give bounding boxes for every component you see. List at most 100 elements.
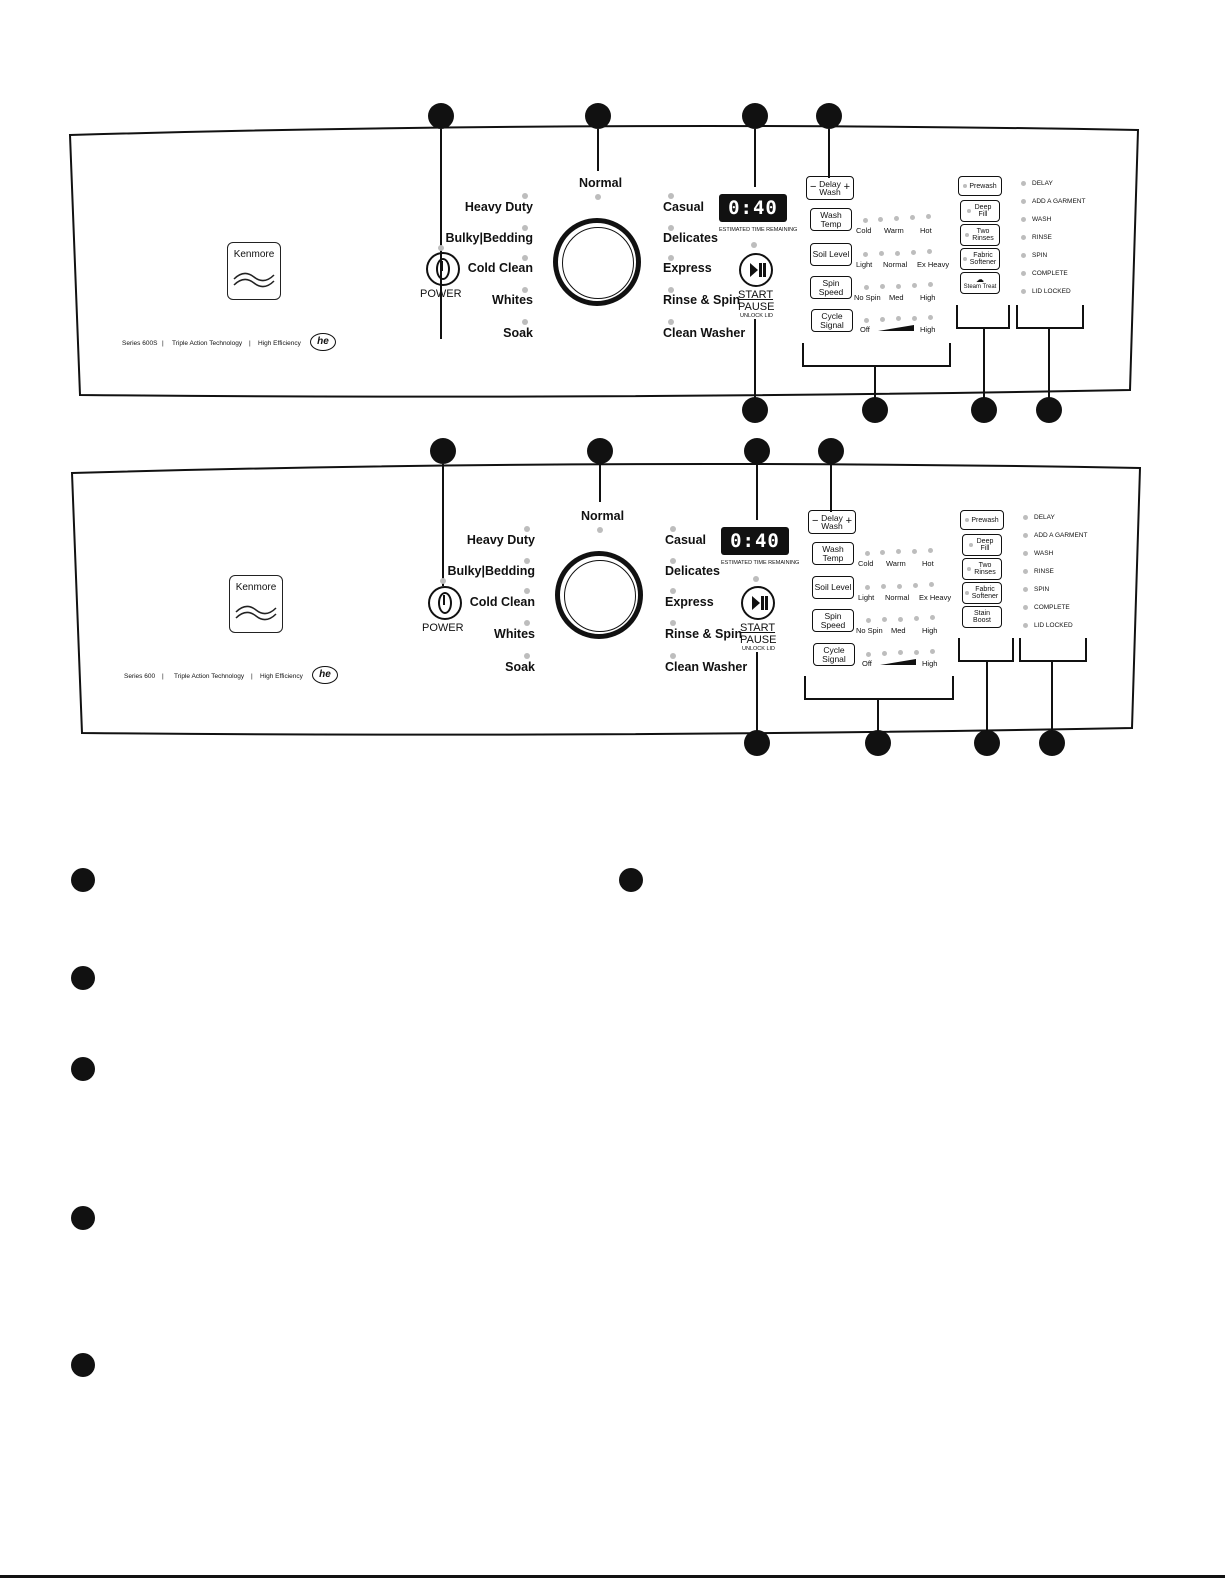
cycle-bulky-bedding[interactable]: Bulky|Bedding [445, 231, 533, 245]
wash-temp-cold: Cold [858, 559, 874, 568]
power-label: POWER [420, 288, 462, 300]
soil-level-button[interactable]: Soil Level [810, 243, 852, 266]
steam-treat-button[interactable]: ☁ Steam Treat [960, 272, 1000, 294]
callout-line [830, 464, 832, 512]
fabric-softener-button[interactable]: Fabric Softener [962, 582, 1002, 604]
start-indicator [753, 576, 759, 582]
callout-marker [974, 730, 1000, 756]
callout-marker [430, 438, 456, 464]
power-label: POWER [422, 622, 464, 634]
cycle-dot [670, 653, 676, 659]
status-add-garment: ADD A GARMENT [1032, 198, 1086, 205]
legend-marker [71, 1057, 95, 1081]
cycle-normal[interactable]: Normal [581, 509, 625, 523]
two-rinses-button[interactable]: Two Rinses [962, 558, 1002, 580]
cycle-dot [524, 620, 530, 626]
callout-marker [1036, 397, 1062, 423]
power-button[interactable] [428, 586, 462, 620]
soil-level-light: Light [856, 260, 873, 269]
cycle-signal-button[interactable]: Cycle Signal [813, 643, 855, 666]
cycle-rinse-spin[interactable]: Rinse & Spin [665, 627, 743, 641]
stain-boost-button[interactable]: Stain Boost [962, 606, 1002, 628]
wash-temp-button[interactable]: Wash Temp [810, 208, 852, 231]
level-dot [912, 549, 917, 554]
level-dot [927, 249, 932, 254]
soil-level-button[interactable]: Soil Level [812, 576, 854, 599]
fabric-softener-button[interactable]: Fabric Softener [960, 248, 1000, 270]
level-dot [863, 218, 868, 223]
cycle-dot [668, 319, 674, 325]
level-dot [898, 650, 903, 655]
level-dot [911, 250, 916, 255]
cycle-signal-off: Off [860, 325, 870, 334]
spin-speed-high: High [922, 626, 938, 635]
spin-speed-button[interactable]: Spin Speed [810, 276, 852, 299]
status-lid-locked: LID LOCKED [1032, 288, 1071, 295]
status-delay: DELAY [1032, 180, 1053, 187]
time-display: 0:40 [721, 527, 789, 555]
status-rinse: RINSE [1034, 568, 1054, 575]
callout-line [754, 319, 756, 399]
cycle-normal[interactable]: Normal [579, 176, 623, 190]
status-dot [1023, 605, 1028, 610]
cycle-heavy-duty[interactable]: Heavy Duty [466, 533, 535, 547]
delay-wash-button[interactable]: − Delay Wash + [806, 176, 854, 200]
status-dot [1023, 587, 1028, 592]
cycle-dot [668, 287, 674, 293]
power-button[interactable] [426, 252, 460, 286]
cycle-heavy-duty[interactable]: Heavy Duty [464, 200, 533, 214]
status-lid-locked: LID LOCKED [1034, 622, 1073, 629]
panel-outline [70, 463, 1142, 736]
cycle-selector-knob[interactable] [553, 218, 641, 306]
cycle-whites[interactable]: Whites [494, 627, 535, 641]
cycle-soak[interactable]: Soak [505, 660, 535, 674]
prewash-button[interactable]: Prewash [958, 176, 1002, 196]
callout-line [754, 129, 756, 187]
cycle-cold-clean[interactable]: Cold Clean [467, 261, 533, 275]
cycle-selector-knob[interactable] [555, 551, 643, 639]
delay-wash-button[interactable]: − Delay Wash + [808, 510, 856, 534]
level-dot [926, 214, 931, 219]
cycle-dot [597, 527, 603, 533]
level-dot [896, 549, 901, 554]
deep-fill-button[interactable]: Deep Fill [962, 534, 1002, 556]
cycle-delicates[interactable]: Delicates [665, 564, 720, 578]
cycle-dot [522, 287, 528, 293]
soil-level-normal: Normal [883, 260, 908, 269]
callout-marker [862, 397, 888, 423]
series-efficiency: High Efficiency [258, 340, 301, 347]
wash-temp-button[interactable]: Wash Temp [812, 542, 854, 565]
status-spin: SPIN [1032, 252, 1048, 259]
cycle-soak[interactable]: Soak [503, 326, 533, 340]
soil-level-normal: Normal [885, 593, 910, 602]
prewash-button[interactable]: Prewash [960, 510, 1004, 530]
cycle-rinse-spin[interactable]: Rinse & Spin [663, 293, 741, 307]
deep-fill-button[interactable]: Deep Fill [960, 200, 1000, 222]
start-pause-button[interactable] [739, 253, 773, 287]
cycle-express[interactable]: Express [665, 595, 714, 609]
cycle-bulky-bedding[interactable]: Bulky|Bedding [447, 564, 535, 578]
start-pause-button[interactable] [741, 586, 775, 620]
cycle-casual[interactable]: Casual [663, 200, 704, 214]
two-rinses-button[interactable]: Two Rinses [960, 224, 1000, 246]
callout-line [1048, 327, 1050, 399]
steam-icon: ☁ [976, 274, 984, 284]
cycle-whites[interactable]: Whites [492, 293, 533, 307]
cycle-cold-clean[interactable]: Cold Clean [469, 595, 535, 609]
cycle-express[interactable]: Express [663, 261, 712, 275]
spin-speed-button[interactable]: Spin Speed [812, 609, 854, 632]
cycle-delicates[interactable]: Delicates [663, 231, 718, 245]
level-dot [896, 316, 901, 321]
level-dot [863, 252, 868, 257]
cycle-clean-washer[interactable]: Clean Washer [665, 660, 748, 674]
status-dot [1021, 217, 1026, 222]
brand-name: Kenmore [233, 249, 275, 260]
series-separator: | [249, 340, 251, 347]
cycle-signal-high: High [920, 325, 936, 334]
cycle-casual[interactable]: Casual [665, 533, 706, 547]
cycle-signal-button[interactable]: Cycle Signal [811, 309, 853, 332]
display-caption: ESTIMATED TIME REMAINING [719, 227, 798, 233]
series-feature: Triple Action Technology [172, 340, 243, 347]
cycle-clean-washer[interactable]: Clean Washer [663, 326, 746, 340]
wave-icon [233, 272, 275, 288]
